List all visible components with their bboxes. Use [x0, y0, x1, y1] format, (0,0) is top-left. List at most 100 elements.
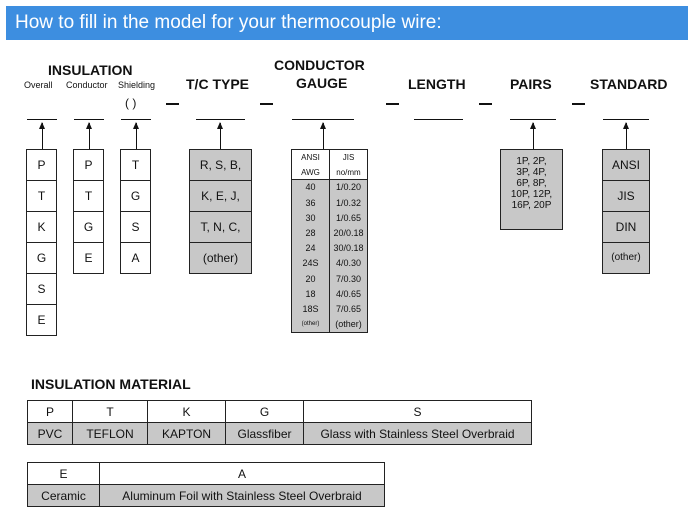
pairs-line: 16P, 20P	[511, 200, 552, 211]
arrow-up-icon	[86, 122, 92, 149]
jis-value: 4/0.30	[335, 258, 362, 269]
arrow-up-icon	[39, 122, 45, 149]
length-blank	[414, 119, 463, 120]
jis-value: 30/0.18	[333, 243, 364, 254]
banner-title: How to fill in the model for your thermo…	[6, 6, 688, 40]
awg-value: 30	[292, 210, 330, 226]
pairs-header: PAIRS	[510, 76, 552, 92]
standard-option: JIS	[603, 181, 649, 212]
jis-value: 7/0.65	[335, 303, 362, 314]
jis-value: 20/0.18	[333, 227, 364, 238]
conductor-gauge-header-line2: GAUGE	[296, 75, 348, 91]
gauge-row: 18S 7/0.65	[292, 301, 367, 318]
tc-type-option: T, N, C,	[190, 212, 251, 243]
overall-code: S	[27, 274, 56, 305]
awg-value: 18S	[292, 301, 330, 318]
gauge-header-jis: JIS	[330, 150, 367, 166]
length-header: LENGTH	[408, 76, 466, 92]
awg-value: 36	[292, 195, 330, 211]
insulation-material-title: INSULATION MATERIAL	[31, 376, 191, 392]
pairs-blank	[510, 119, 556, 120]
shielding-label: Shielding	[118, 80, 156, 90]
standard-blank	[603, 119, 649, 120]
shielding-code: T	[121, 150, 150, 181]
tc-type-blank	[196, 119, 245, 120]
tc-type-option: K, E, J,	[190, 181, 251, 212]
material-code: P	[27, 400, 73, 423]
pairs-line: 3P, 4P,	[516, 167, 547, 178]
gauge-row: 24S 4/0.30	[292, 256, 367, 272]
material-name: KAPTON	[147, 422, 226, 445]
material-name: Ceramic	[27, 484, 100, 507]
gauge-header-nomm: no/mm	[330, 165, 367, 180]
arrow-up-icon	[217, 122, 223, 149]
awg-value: 24S	[292, 256, 330, 272]
tc-type-option: R, S, B,	[190, 150, 251, 181]
overall-blank	[27, 119, 57, 120]
conductor-blank	[74, 119, 104, 120]
insulation-material-table-2: E A Ceramic Aluminum Foil with Stainless…	[27, 462, 385, 507]
material-code: K	[147, 400, 226, 423]
overall-code: E	[27, 305, 56, 336]
separator-dash	[386, 103, 399, 105]
material-name: TEFLON	[72, 422, 148, 445]
pairs-line: 1P, 2P,	[516, 156, 547, 167]
conductor-code: G	[74, 212, 103, 243]
arrow-up-icon	[133, 122, 139, 149]
insulation-header: INSULATION	[48, 62, 133, 78]
shielding-code: G	[121, 181, 150, 212]
arrow-up-icon	[320, 122, 326, 149]
overall-code: P	[27, 150, 56, 181]
overall-code: G	[27, 243, 56, 274]
tc-type-header: T/C TYPE	[186, 76, 250, 92]
standard-option: DIN	[603, 212, 649, 243]
standard-header: STANDARD	[590, 76, 668, 92]
material-code: E	[27, 462, 100, 485]
tc-type-option: (other)	[190, 243, 251, 274]
arrow-up-icon	[530, 122, 536, 149]
standard-option: ANSI	[603, 150, 649, 181]
separator-dash	[260, 103, 273, 105]
shielding-parentheses: ( )	[125, 96, 137, 110]
jis-value: (other)	[335, 319, 362, 330]
material-code: S	[303, 400, 532, 423]
material-name: Glassfiber	[225, 422, 304, 445]
jis-value: 4/0.65	[335, 288, 362, 299]
shielding-code-column: T G S A	[120, 149, 151, 274]
pairs-box: 1P, 2P, 3P, 4P, 6P, 8P, 10P, 12P, 16P, 2…	[500, 149, 563, 230]
pairs-line: 6P, 8P,	[516, 178, 547, 189]
pairs-line: 10P, 12P,	[510, 189, 553, 200]
material-code: G	[225, 400, 304, 423]
awg-value: 18	[292, 286, 330, 302]
awg-value: (other)	[292, 317, 330, 333]
gauge-header-row: AWG no/mm	[292, 165, 367, 181]
overall-code-column: P T K G S E	[26, 149, 57, 336]
tc-type-column: R, S, B, K, E, J, T, N, C, (other)	[189, 149, 252, 274]
overall-code: K	[27, 212, 56, 243]
overall-code: T	[27, 181, 56, 212]
material-name: Aluminum Foil with Stainless Steel Overb…	[99, 484, 385, 507]
gauge-header-ansi: ANSI	[292, 150, 330, 166]
arrow-up-icon	[623, 122, 629, 149]
gauge-header-row: ANSI JIS	[292, 150, 367, 166]
overall-label: Overall	[24, 80, 53, 90]
gauge-row: 18 4/0.65	[292, 286, 367, 302]
separator-dash	[166, 103, 179, 105]
awg-value: 20	[292, 271, 330, 287]
shielding-blank	[121, 119, 151, 120]
awg-value: 40	[292, 180, 330, 196]
conductor-gauge-header-line1: CONDUCTOR	[274, 57, 365, 73]
jis-value: 1/0.65	[335, 212, 362, 223]
gauge-row: 30 1/0.65	[292, 210, 367, 226]
gauge-blank	[292, 119, 354, 120]
conductor-code: E	[74, 243, 103, 274]
standard-column: ANSI JIS DIN (other)	[602, 149, 650, 274]
material-code: T	[72, 400, 148, 423]
conductor-code: T	[74, 181, 103, 212]
gauge-header-awg: AWG	[292, 165, 330, 180]
